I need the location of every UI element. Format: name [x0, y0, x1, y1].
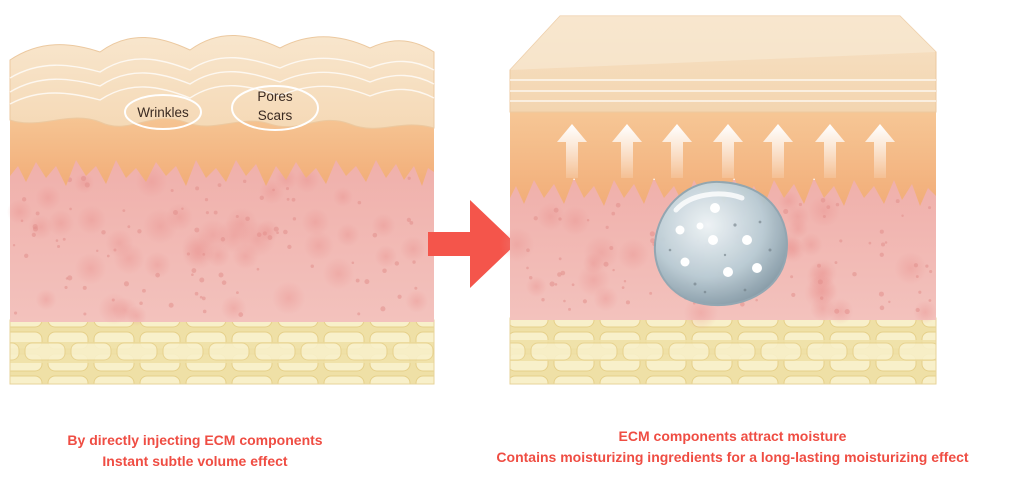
skin-block-before: Wrinkles Pores Scars — [6, 34, 435, 385]
moisture-up-arrow-icon — [865, 124, 895, 178]
caption-before-line-1: By directly injecting ECM components — [67, 432, 323, 448]
caption-after: ECM components attract moisture Contains… — [455, 426, 1010, 468]
dermis-texture-left — [6, 165, 429, 326]
caption-before-line-2: Instant subtle volume effect — [102, 453, 288, 469]
moisture-up-arrow-icon — [557, 124, 587, 178]
epidermis-band-left — [10, 110, 434, 186]
ecm-bubble-icon — [653, 180, 788, 307]
moisture-up-arrow-icon — [763, 124, 793, 178]
moisture-up-arrow-icon — [713, 124, 743, 178]
transition-arrow-icon — [428, 200, 516, 288]
caption-before: By directly injecting ECM components Ins… — [0, 430, 390, 472]
pores-scars-callout — [231, 85, 319, 131]
moisture-up-arrow-icon — [612, 124, 642, 178]
moisture-arrows — [557, 124, 895, 178]
scars-label: Scars — [258, 108, 293, 123]
wrinkles-label: Wrinkles — [137, 105, 189, 120]
caption-after-line-1: ECM components attract moisture — [618, 428, 847, 444]
skin-block-after — [499, 15, 937, 385]
pores-label: Pores — [257, 89, 293, 104]
wrinkles-callout — [124, 94, 202, 130]
moisture-up-arrow-icon — [815, 124, 845, 178]
moisture-up-arrow-icon — [662, 124, 692, 178]
caption-after-line-2: Contains moisturizing ingredients for a … — [496, 449, 969, 465]
